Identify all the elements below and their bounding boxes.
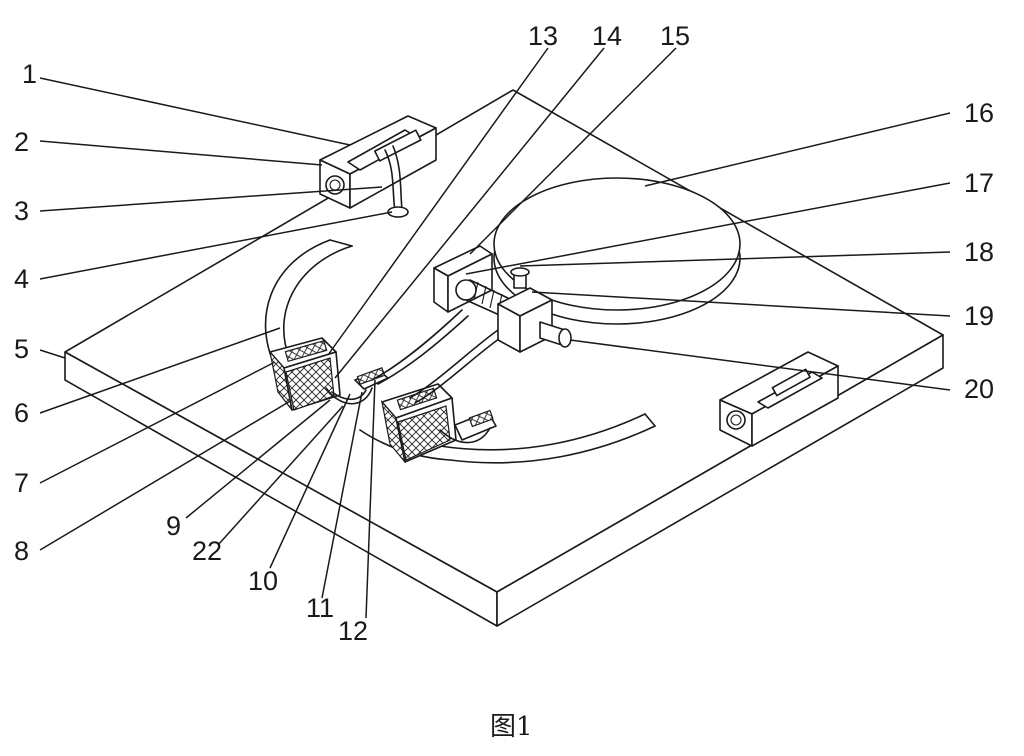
label-4: 4 [14,264,29,294]
label-19: 19 [964,301,994,331]
label-8: 8 [14,536,29,566]
label-22: 22 [192,536,222,566]
label-20: 20 [964,374,994,404]
label-13: 13 [528,21,558,51]
figure-caption: 图1 [490,712,533,742]
label-3: 3 [14,196,29,226]
drive-assembly [433,245,572,353]
label-11: 11 [306,593,334,623]
label-7: 7 [14,468,29,498]
disc-component [493,177,741,325]
label-18: 18 [964,237,994,267]
leader-lines [39,47,951,619]
label-2: 2 [14,127,29,157]
label-1: 1 [22,59,37,89]
label-12: 12 [338,616,368,646]
label-10: 10 [248,566,278,596]
left-clamp [268,337,373,411]
right-bracket [719,351,839,447]
label-6: 6 [14,398,29,428]
connecting-cables [371,309,504,404]
label-17: 17 [964,168,994,198]
label-15: 15 [660,21,690,51]
reference-numerals: 1 2 3 4 5 6 7 8 9 22 10 11 12 13 14 15 1… [14,21,994,646]
label-9: 9 [166,511,181,541]
label-14: 14 [592,21,622,51]
label-5: 5 [14,334,29,364]
label-16: 16 [964,98,994,128]
